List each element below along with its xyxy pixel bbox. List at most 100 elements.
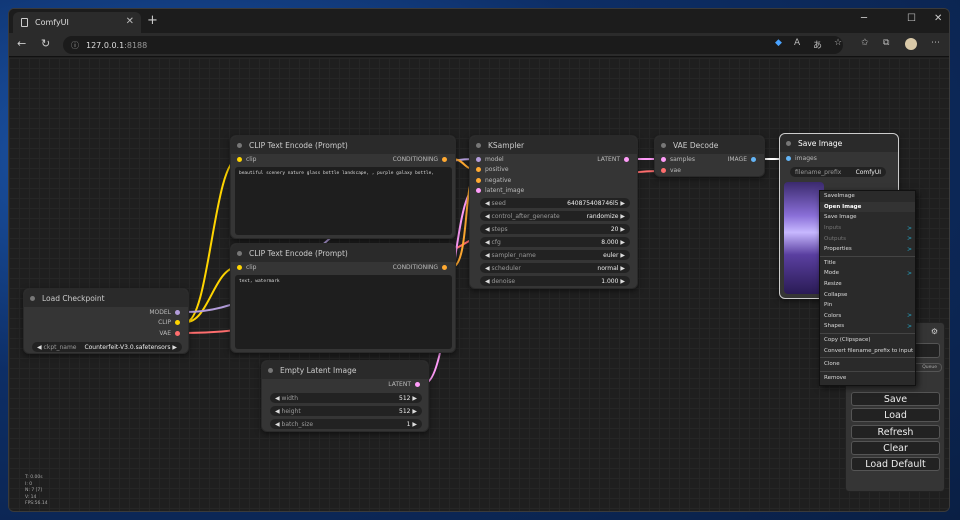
tag-icon[interactable]: ◆	[775, 38, 782, 48]
decrement-icon[interactable]: ◀	[485, 277, 490, 285]
decrement-icon[interactable]: ◀	[485, 238, 490, 246]
decrement-icon[interactable]: ◀	[275, 420, 280, 428]
decrement-icon[interactable]: ◀	[485, 251, 490, 259]
clear-button[interactable]: Clear	[851, 441, 940, 455]
node-ksampler[interactable]: KSampler model positive negative latent_…	[469, 135, 638, 289]
prompt-textarea[interactable]: beautiful scenery nature glass bottle la…	[235, 167, 452, 235]
gear-icon[interactable]: ⚙	[930, 327, 938, 336]
menu-item-copy-clipspace[interactable]: Copy (Clipspace)	[824, 337, 871, 344]
tab-comfyui[interactable]: ComfyUI ✕	[13, 12, 141, 33]
output-slot[interactable]: CONDITIONING	[393, 264, 451, 271]
node-clip-text-encode-positive[interactable]: CLIP Text Encode (Prompt) clip CONDITION…	[230, 135, 456, 239]
input-slot[interactable]: clip	[233, 264, 256, 271]
increment-icon[interactable]: ▶	[172, 343, 177, 351]
refresh-button[interactable]: Refresh	[851, 425, 940, 439]
menu-item-title-edit[interactable]: Title	[824, 259, 836, 266]
decrement-icon[interactable]: ◀	[485, 212, 490, 220]
favorites-icon[interactable]: ✩	[861, 38, 869, 48]
input-slot[interactable]: vae	[657, 167, 681, 174]
node-vae-decode[interactable]: VAE Decode samples vae IMAGE	[654, 135, 765, 177]
menu-item-colors[interactable]: Colors>	[820, 311, 915, 322]
collections-icon[interactable]: ⧉	[883, 38, 890, 48]
increment-icon[interactable]: ▶	[620, 264, 625, 272]
increment-icon[interactable]: ▶	[620, 277, 625, 285]
input-slot[interactable]: positive	[472, 166, 509, 173]
load-default-button[interactable]: Load Default	[851, 457, 940, 471]
collapse-dot[interactable]	[268, 367, 273, 373]
node-load-checkpoint[interactable]: Load Checkpoint MODEL CLIP VAE ◀ ckpt_na…	[23, 288, 189, 354]
decrement-icon[interactable]: ◀	[485, 264, 490, 272]
decrement-icon[interactable]: ◀	[485, 199, 490, 207]
input-slot[interactable]: clip	[233, 156, 256, 163]
menu-item-save-image[interactable]: Save Image	[824, 214, 857, 221]
decrement-icon[interactable]: ◀	[37, 343, 42, 351]
menu-item-inputs[interactable]: Inputs>	[820, 223, 915, 234]
increment-icon[interactable]: ▶	[412, 407, 417, 415]
menu-item-convert-prefix[interactable]: Convert filename_prefix to input	[824, 347, 914, 354]
output-slot[interactable]: VAE	[159, 330, 184, 337]
output-slot[interactable]: LATENT	[388, 381, 424, 388]
prompt-textarea[interactable]: text, watermark	[235, 275, 452, 349]
increment-icon[interactable]: ▶	[412, 420, 417, 428]
collapse-dot[interactable]	[30, 295, 35, 301]
decrement-icon[interactable]: ◀	[275, 394, 280, 402]
decrement-icon[interactable]: ◀	[485, 225, 490, 233]
menu-item-outputs[interactable]: Outputs>	[820, 233, 915, 244]
menu-item-open-image[interactable]: Open Image	[820, 201, 915, 213]
output-slot[interactable]: CONDITIONING	[393, 156, 451, 163]
menu-item-pin[interactable]: Pin	[824, 302, 833, 309]
menu-item-mode[interactable]: Mode>	[820, 268, 915, 279]
output-slot[interactable]: IMAGE	[728, 156, 760, 163]
output-slot[interactable]: CLIP	[158, 319, 184, 326]
menu-item-properties[interactable]: Properties>	[820, 244, 915, 255]
minimize-icon[interactable]: ─	[861, 13, 868, 24]
save-button[interactable]: Save	[851, 392, 940, 406]
close-tab-icon[interactable]: ✕	[125, 16, 134, 27]
url-field[interactable]: ⓘ 127.0.0.1:8188	[63, 36, 843, 54]
input-slot[interactable]: samples	[657, 156, 695, 163]
decrement-icon[interactable]: ◀	[275, 407, 280, 415]
menu-item-collapse[interactable]: Collapse	[824, 291, 848, 298]
close-window-icon[interactable]: ✕	[934, 13, 943, 24]
back-icon[interactable]: ←	[17, 37, 27, 50]
collapse-dot[interactable]	[476, 142, 481, 148]
collapse-dot[interactable]	[786, 140, 791, 146]
increment-icon[interactable]: ▶	[620, 212, 625, 220]
favorite-icon[interactable]: ☆	[834, 38, 843, 48]
input-slot[interactable]: model	[472, 156, 504, 163]
increment-icon[interactable]: ▶	[620, 199, 625, 207]
load-button[interactable]: Load	[851, 408, 940, 422]
output-slot[interactable]: MODEL	[149, 309, 184, 316]
avatar[interactable]	[905, 38, 917, 50]
translate-icon[interactable]: あ	[813, 41, 823, 51]
collapse-dot[interactable]	[237, 250, 242, 256]
node-clip-text-encode-negative[interactable]: CLIP Text Encode (Prompt) clip CONDITION…	[230, 243, 456, 353]
collapse-dot[interactable]	[661, 142, 666, 148]
refresh-icon[interactable]: ↻	[41, 37, 51, 50]
input-slot[interactable]: latent_image	[472, 187, 524, 194]
generated-image[interactable]	[784, 182, 824, 294]
maximize-icon[interactable]: ☐	[907, 13, 916, 24]
input-slot[interactable]: images	[782, 155, 817, 162]
new-tab-icon[interactable]: +	[147, 13, 158, 28]
read-aloud-icon[interactable]: A	[794, 38, 801, 48]
menu-item-shapes[interactable]: Shapes>	[820, 321, 915, 332]
menu-item-resize[interactable]: Resize	[824, 281, 842, 288]
increment-icon[interactable]: ▶	[412, 394, 417, 402]
more-icon[interactable]: ⋯	[931, 38, 940, 48]
increment-icon[interactable]: ▶	[620, 238, 625, 246]
collapse-dot[interactable]	[237, 142, 242, 148]
info-icon[interactable]: ⓘ	[71, 40, 79, 50]
